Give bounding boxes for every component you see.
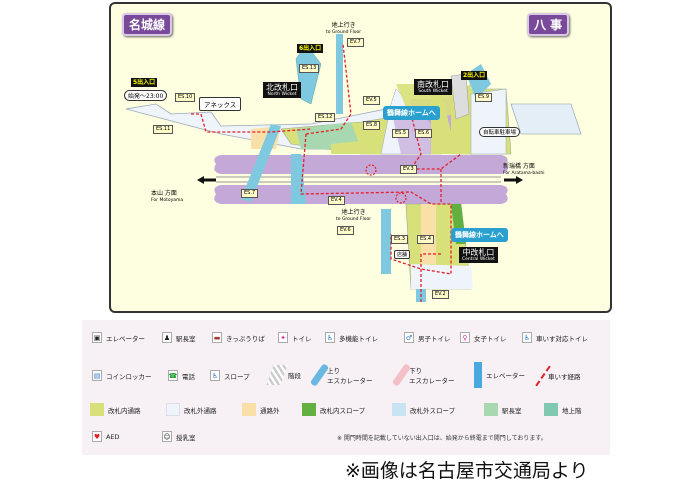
legend-aed: ♥AED [92,431,120,442]
es6-label: ES.6 [415,129,433,138]
legend-nursing-room: ☺授乳室 [162,431,196,442]
es3-label: ES.3 [391,235,409,244]
map-drawing [125,34,582,302]
aed-icon: ♥ [92,431,102,442]
ev5-label: EV.5 [363,96,380,105]
legend-station-office: ♟駅長室 [162,332,196,343]
ev7-label: EV.7 [347,38,364,47]
legend-women-toilet: ♀女子トイレ [460,332,507,343]
entrance-2: 2出入口 [461,71,488,80]
legend-wheelchair-toilet: ♿車いす対応トイレ [522,332,588,343]
legend-slope: ♿スロープ [210,370,250,381]
legend-wheelchair-route: 車いす経路 [535,364,581,388]
nursing-room-icon: ☺ [162,431,172,442]
station-name-badge: 八 事 [527,13,570,36]
ev6-label: EV.6 [337,226,354,235]
es7-label: ES.7 [241,189,259,198]
ev2-label: EV.2 [432,290,449,299]
coin-locker-icon: ▤ [92,370,102,381]
swatch [90,403,104,416]
bicycle-parking: 自転車駐車場 [479,127,521,137]
slope-icon: ♿ [210,370,220,381]
phone-icon: ☎ [168,370,178,381]
legend-up-escalator: 上り エスカレーター [309,363,373,387]
women-toilet-icon: ♀ [460,332,470,343]
es13-label: ES.13 [299,64,320,73]
legend-elevator: ▣エレベーター [92,332,145,343]
es10-label: ES.10 [175,93,196,102]
annex-sign: アネックス [199,97,242,111]
legend-multi-toilet: ♿多機能トイレ [325,332,378,343]
legend-phone: ☎電話 [168,370,195,381]
swatch [484,403,498,416]
legend-toilet: ✦トイレ [278,332,312,343]
ev3-label: EV.3 [400,165,417,174]
men-toilet-icon: ♂ [404,332,414,343]
es8-label: ES.8 [363,121,381,130]
legend-office-area: 駅長室 [484,403,522,416]
image-credit: ※画像は名古屋市交通局より [345,460,589,482]
legend-no-passage: 通路外 [242,403,280,416]
wheelchair-icon: ♿ [522,332,532,343]
station-office-icon: ♟ [162,332,172,343]
line-name-badge: 名城線 [122,13,173,36]
tsurumai-line-sign-1: 鶴舞線ホームへ [383,106,440,120]
legend-down-escalator: 下り エスカレーター [391,363,455,387]
legend-note: ※ 開門時間を記載していない出入口は、始発から終電まで開門しております。 [337,435,547,442]
elevator-shaft-icon [474,362,482,388]
legend-locker: ▤コインロッカー [92,370,152,381]
entrance-5: 5出入口 [131,78,158,87]
multipurpose-toilet-icon: ♿ [325,332,335,343]
ticket-machine-icon: ▬ [212,332,222,343]
entrance5-hours: 始発～23:00 [124,90,168,101]
legend-inside-slope: 改札内スロープ [302,403,365,416]
swatch [544,403,558,416]
swatch [392,403,406,416]
es11-label: ES.11 [153,125,174,134]
swatch [242,403,256,416]
swatch [302,403,316,416]
entrance-6: 6出入口 [297,44,324,53]
stairs-icon [266,365,288,385]
legend-stairs: 階段 [266,365,301,385]
legend-men-toilet: ♂男子トイレ [404,332,451,343]
legend-outside-gate: 改札外通路 [166,403,217,416]
legend-inside-gate: 改札内通路 [90,403,141,416]
toilet-icon: ✦ [278,332,288,343]
es12-label: ES.12 [315,113,336,122]
es4-label: ES.4 [417,235,435,244]
swatch [166,403,180,416]
tsurumai-line-sign-2: 鶴舞線ホームへ [451,228,508,242]
legend-ticket: ▬きっぷうりば [212,332,265,343]
legend-elevator-shaft: エレベーター [474,362,525,388]
legend-ground-floor: 地上階 [544,403,582,416]
ev4-label: EV.4 [328,196,345,205]
legend: ▣エレベーター ♟駅長室 ▬きっぷうりば ✦トイレ ♿多機能トイレ ♂男子トイレ… [82,320,610,455]
es5-label: ES.5 [392,129,410,138]
es9-label: ES.9 [475,93,493,102]
legend-outside-slope: 改札外スロープ [392,403,455,416]
elevator-icon: ▣ [92,332,102,343]
shop-label: 店舗 [394,250,411,259]
